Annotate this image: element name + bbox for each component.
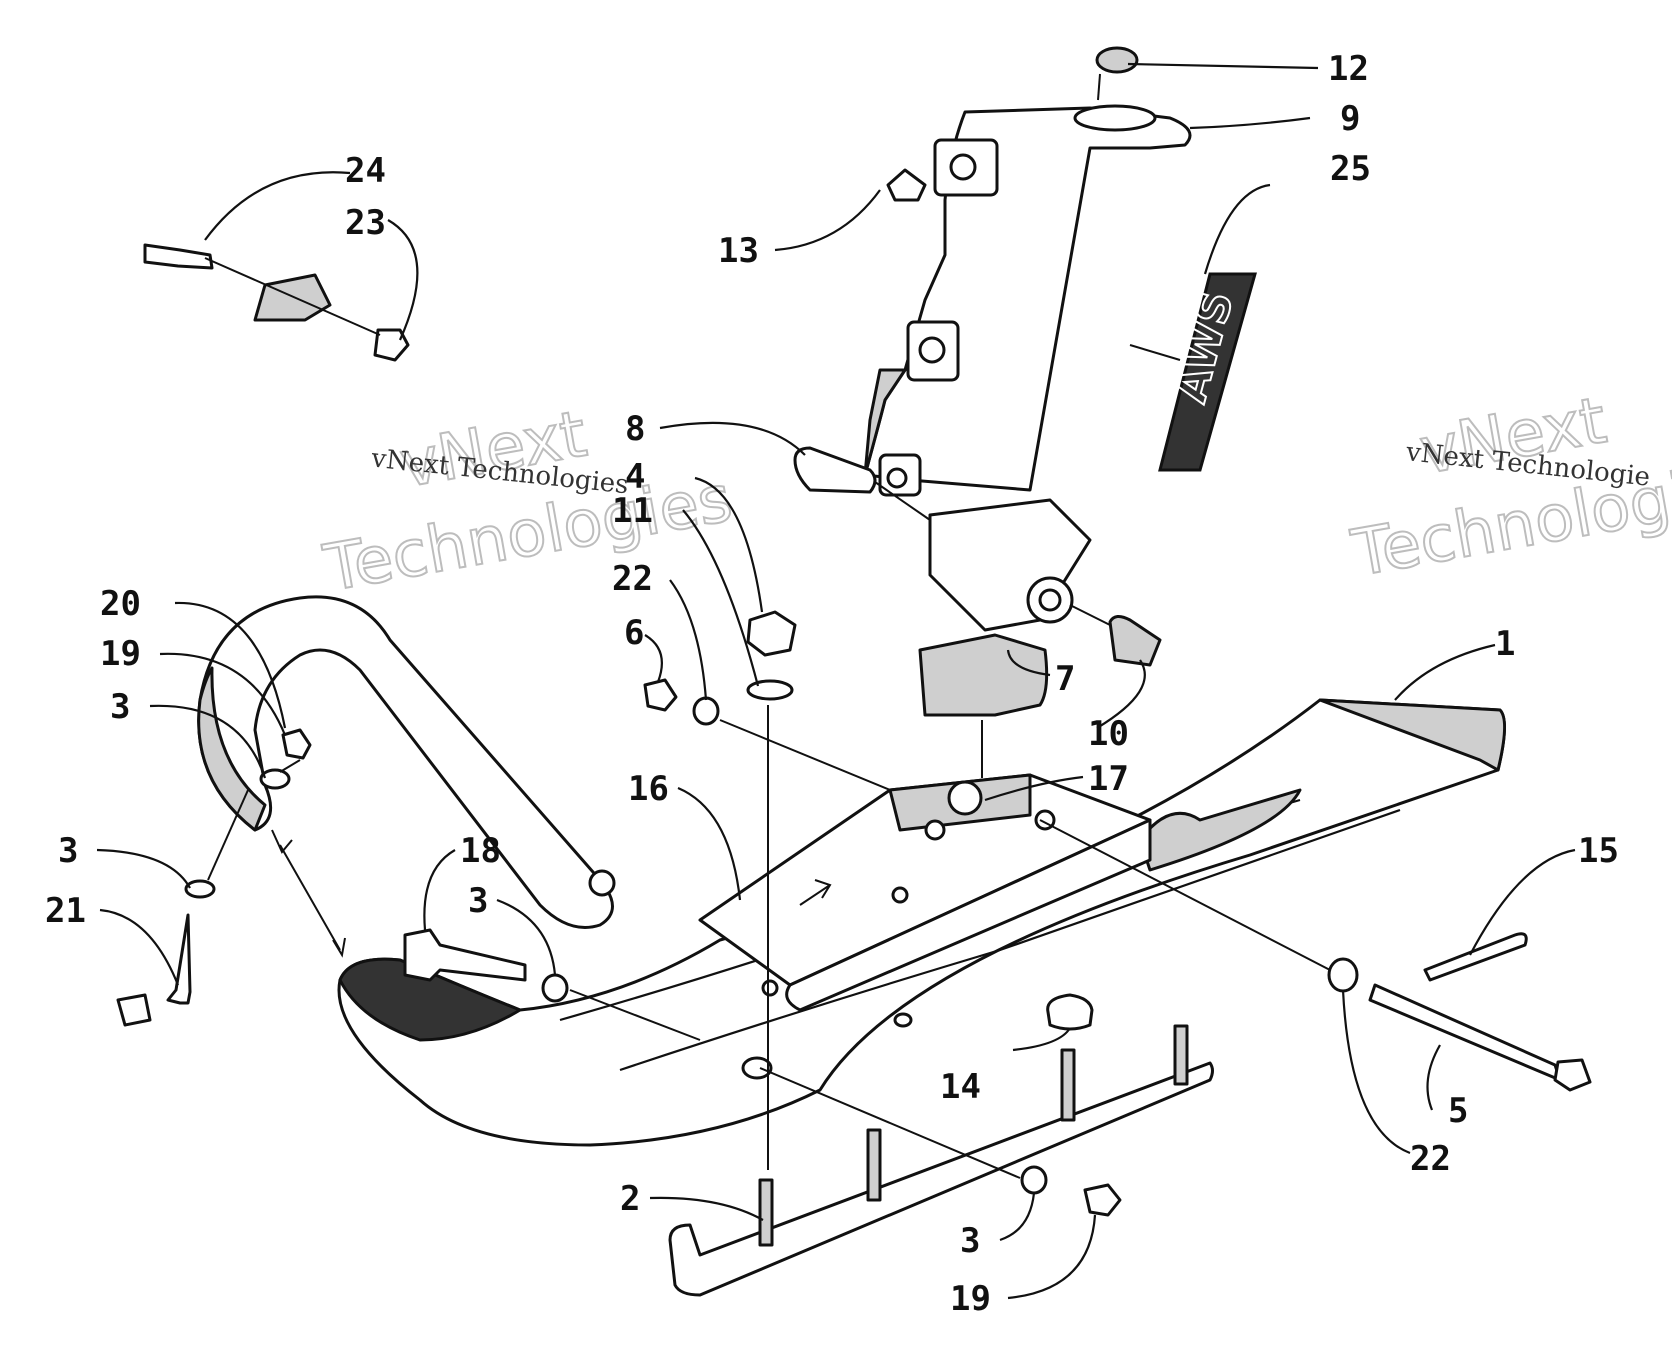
- callout-3-left: 3: [58, 831, 78, 871]
- grease-fitting: [886, 168, 927, 202]
- callout-18: 18: [460, 831, 501, 871]
- watermark-right: vNext Technologie vNext Technologie: [1345, 383, 1672, 593]
- callout-17: 17: [1088, 759, 1129, 799]
- washer-22b: [1327, 957, 1359, 993]
- callout-leaders: [96, 62, 1576, 1300]
- nut-23: [373, 328, 410, 362]
- washer-17: [947, 780, 983, 816]
- watermark-left: vNext Technologies vNext Technologies: [318, 396, 739, 607]
- assembly-lines: [204, 73, 1331, 1179]
- callout-22-lower: 22: [1410, 1139, 1451, 1179]
- washer-3a: [259, 768, 291, 790]
- washer-3b: [184, 879, 216, 899]
- callout-19-lower: 19: [950, 1279, 991, 1319]
- bolt-18: [403, 928, 527, 982]
- washer-3d: [1020, 1165, 1048, 1195]
- callout-23: 23: [345, 203, 386, 243]
- cotter-pin: [1423, 932, 1528, 982]
- callout-9: 9: [1340, 99, 1360, 139]
- wear-rod-stud-1: [758, 1178, 774, 1247]
- wear-rod-stud-2: [866, 1128, 882, 1202]
- callout-11: 11: [612, 491, 653, 531]
- washer-3c: [541, 973, 569, 1003]
- callout-15: 15: [1578, 831, 1619, 871]
- callout-5: 5: [1448, 1091, 1468, 1131]
- spacer-14: [1046, 993, 1094, 1031]
- callout-12: 12: [1328, 49, 1369, 89]
- callout-3-lower: 3: [960, 1221, 980, 1261]
- callout-14: 14: [940, 1067, 981, 1107]
- callout-6: 6: [624, 613, 644, 653]
- callout-16: 16: [628, 769, 669, 809]
- nut-4: [746, 610, 797, 657]
- callout-3-mid: 3: [468, 881, 488, 921]
- callout-3-upper: 3: [110, 687, 130, 727]
- washer-11: [746, 679, 794, 701]
- spindle-housing: [863, 104, 1192, 632]
- bolt-21-head: [116, 993, 152, 1027]
- callout-labels: 12 9 25 24 23 13 8 4 11 22 6 7 10 1 20 1…: [45, 49, 1619, 1319]
- callout-24: 24: [345, 151, 386, 191]
- callout-21: 21: [45, 891, 86, 931]
- cap-plug: [1095, 46, 1139, 74]
- callout-1: 1: [1495, 624, 1515, 664]
- callout-2: 2: [620, 1179, 640, 1219]
- nut-19b: [1083, 1183, 1122, 1217]
- bolt-21: [166, 913, 192, 1005]
- callout-20: 20: [100, 584, 141, 624]
- callout-19-upper: 19: [100, 634, 141, 674]
- bushing-10: [1108, 615, 1162, 667]
- bolt-24: [143, 243, 214, 270]
- nut-19a: [281, 728, 312, 760]
- ski-loop-handle: [197, 595, 616, 929]
- wear-rod-stud-4: [1173, 1024, 1189, 1086]
- callout-7: 7: [1055, 659, 1075, 699]
- bushing-8: [793, 446, 877, 494]
- callout-8: 8: [625, 409, 645, 449]
- callout-25: 25: [1330, 149, 1371, 189]
- wear-rod-stud-3: [1060, 1048, 1076, 1122]
- washer-22a: [692, 696, 720, 726]
- callout-10: 10: [1088, 714, 1129, 754]
- callout-13: 13: [718, 231, 759, 271]
- callout-22-upper: 22: [612, 559, 653, 599]
- aws-decal: AWS: [1158, 272, 1257, 472]
- hardware-parts: [116, 46, 1592, 1297]
- bolt-5-head: [1553, 1058, 1592, 1092]
- callout-4: 4: [625, 457, 645, 497]
- nut-6: [643, 678, 678, 712]
- bolt-5: [1368, 983, 1562, 1082]
- wear-pad: [918, 633, 1049, 717]
- wear-rod: [668, 1061, 1214, 1297]
